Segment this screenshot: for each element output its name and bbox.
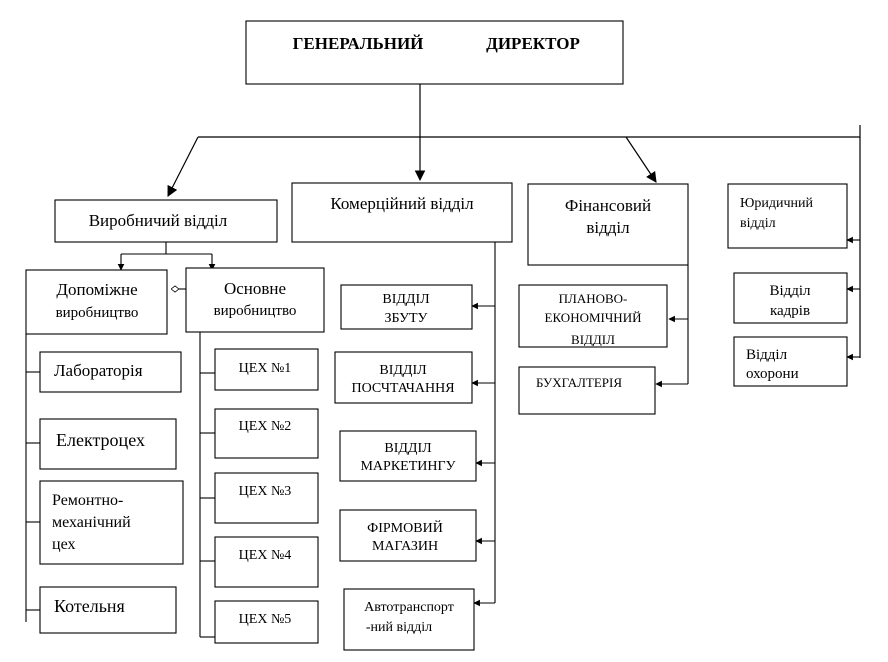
workshop-4: ЦЕХ №4 <box>214 536 319 588</box>
financial-item-label: ЕКОНОМІЧНИЙ <box>545 310 642 325</box>
workshop-1: ЦЕХ №1 <box>214 348 319 391</box>
auxiliary-item-label: Котельня <box>54 596 125 616</box>
auxiliary-production-box: Допоміжне виробництво <box>25 269 168 335</box>
personnel-department-line1: Відділ <box>769 283 811 299</box>
commercial-item-supply: ВІДДІЛ ПОСЧТАЧАННЯ <box>334 351 473 404</box>
security-department-line2: охорони <box>746 366 799 382</box>
commercial-item-marketing: ВІДДІЛ МАРКЕТИНГУ <box>339 430 477 482</box>
legal-department-box: Юридичний відділ <box>727 183 848 249</box>
auxiliary-item-label: Лабораторія <box>54 361 143 380</box>
financial-item-clip: ВІДДІЛ <box>571 332 615 347</box>
auxiliary-item-boiler-room: Котельня <box>39 586 177 634</box>
commercial-item-label: ВІДДІЛ <box>382 292 430 307</box>
financial-item-label: ВІДДІЛ <box>571 332 615 347</box>
commercial-item-label: МАГАЗИН <box>372 539 438 554</box>
financial-item-accounting: БУХГАЛТЕРІЯ <box>518 366 656 415</box>
workshop-2: ЦЕХ №2 <box>214 408 319 459</box>
financial-item-label: ПЛАНОВО- <box>559 291 628 306</box>
financial-item-planning: ПЛАНОВО- ЕКОНОМІЧНИЙ ВІДДІЛ <box>518 284 668 348</box>
commercial-department-box: Комерційний відділ <box>291 182 513 243</box>
workshop-label: ЦЕХ №2 <box>239 419 292 434</box>
auxiliary-item-label: Ремонтно- <box>52 492 123 509</box>
production-department-label: Виробничий відділ <box>89 211 228 230</box>
financial-connectors <box>655 265 689 388</box>
commercial-connectors <box>471 242 496 607</box>
financial-department-line2: відділ <box>586 218 630 237</box>
commercial-item-transport: Автотранспорт -ний відділ <box>343 588 475 651</box>
director-title-word2: ДИРЕКТОР <box>486 34 580 53</box>
workshop-3: ЦЕХ №3 <box>214 472 319 524</box>
auxiliary-production-line1: Допоміжне <box>56 280 137 299</box>
commercial-item-label: ФІРМОВИЙ <box>367 519 443 536</box>
commercial-item-label: ПОСЧТАЧАННЯ <box>351 381 454 396</box>
security-department-box: Відділ охорони <box>733 336 848 387</box>
legal-department-line1: Юридичний <box>740 196 814 211</box>
workshop-label: ЦЕХ №4 <box>239 548 292 563</box>
auxiliary-item-electro-shop: Електроцех <box>39 418 177 470</box>
personnel-department-line2: кадрів <box>770 303 810 319</box>
commercial-item-label: Автотранспорт <box>364 600 454 615</box>
commercial-item-label: ЗБУТУ <box>385 311 428 326</box>
auxiliary-production-line2: виробництво <box>56 305 139 321</box>
director-connectors <box>167 84 861 361</box>
workshop-label: ЦЕХ №3 <box>239 484 292 499</box>
commercial-item-label: -ний відділ <box>366 620 432 635</box>
security-department-line1: Відділ <box>746 347 788 363</box>
commercial-department-label: Комерційний відділ <box>330 194 474 213</box>
personnel-department-box: Відділ кадрів <box>733 272 848 324</box>
workshop-label: ЦЕХ №5 <box>239 612 292 627</box>
auxiliary-item-repair-shop: Ремонтно- механічний цех <box>39 480 184 565</box>
commercial-item-label: ВІДДІЛ <box>379 363 427 378</box>
auxiliary-item-laboratory: Лабораторія <box>39 351 182 393</box>
commercial-item-sales: ВІДДІЛ ЗБУТУ <box>340 284 473 330</box>
financial-department-line1: Фінансовий <box>565 196 651 215</box>
workshop-label: ЦЕХ №1 <box>239 361 292 376</box>
main-production-box: Основне виробництво <box>185 267 325 333</box>
director-box: ГЕНЕРАЛЬНИЙ ДИРЕКТОР <box>245 20 624 85</box>
main-production-line1: Основне <box>224 279 286 298</box>
auxiliary-item-label: механічний <box>52 514 131 531</box>
production-connectors <box>25 242 216 638</box>
director-title-word1: ГЕНЕРАЛЬНИЙ <box>293 34 424 53</box>
auxiliary-item-label: цех <box>52 536 75 553</box>
financial-department-box: Фінансовий відділ <box>527 183 689 266</box>
commercial-item-store: ФІРМОВИЙ МАГАЗИН <box>339 509 477 562</box>
auxiliary-item-label: Електроцех <box>56 430 145 450</box>
workshop-5: ЦЕХ №5 <box>214 600 319 644</box>
production-department-box: Виробничий відділ <box>54 199 278 243</box>
legal-department-line2: відділ <box>740 216 776 231</box>
commercial-item-label: ВІДДІЛ <box>384 441 432 456</box>
commercial-item-label: МАРКЕТИНГУ <box>360 459 455 474</box>
financial-item-label: БУХГАЛТЕРІЯ <box>536 375 622 390</box>
main-production-line2: виробництво <box>214 303 297 319</box>
